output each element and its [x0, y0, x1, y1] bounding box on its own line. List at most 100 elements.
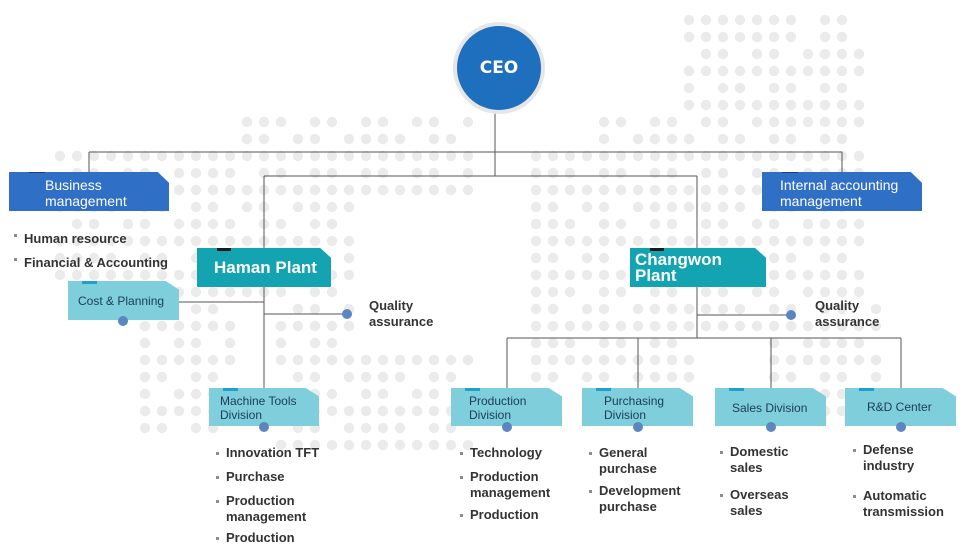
map-dot	[309, 286, 321, 298]
map-dot	[173, 269, 185, 281]
map-dot	[445, 133, 457, 145]
map-dot	[581, 184, 593, 196]
map-dot	[411, 184, 423, 196]
map-dot	[275, 337, 287, 349]
map-dot	[309, 218, 321, 230]
map-dot	[309, 337, 321, 349]
map-dot	[547, 235, 559, 247]
map-dot	[411, 405, 423, 417]
map-dot	[190, 371, 202, 383]
map-dot	[819, 14, 831, 26]
map-dot	[649, 337, 661, 349]
box-tab-marker	[859, 388, 874, 391]
rd-center-box[interactable]: R&D Center	[845, 388, 956, 426]
map-dot	[445, 354, 457, 366]
map-dot	[700, 303, 712, 315]
map-dot	[241, 201, 253, 213]
connector-dot	[896, 422, 906, 432]
map-dot	[785, 371, 797, 383]
map-dot	[768, 116, 780, 128]
cost-planning-box[interactable]: Cost & Planning	[68, 281, 179, 320]
map-dot	[241, 286, 253, 298]
map-dot	[207, 320, 219, 332]
map-dot	[394, 184, 406, 196]
map-dot	[190, 303, 202, 315]
map-dot	[190, 235, 202, 247]
map-dot	[241, 184, 253, 196]
purchasing-division-box[interactable]: Purchasing Division	[582, 388, 693, 426]
map-dot	[292, 235, 304, 247]
map-dot	[785, 235, 797, 247]
map-dot	[122, 218, 134, 230]
map-dot	[785, 320, 797, 332]
list-item-line: Production	[226, 493, 295, 508]
map-dot	[360, 388, 372, 400]
machine-tools-division-box[interactable]: Machine Tools Division	[209, 388, 319, 426]
map-dot	[224, 218, 236, 230]
sales-division-box[interactable]: Sales Division	[715, 388, 826, 426]
production-division-box[interactable]: Production Division	[451, 388, 562, 426]
map-dot	[717, 286, 729, 298]
list-item-line: purchase	[599, 461, 657, 476]
map-dot	[258, 150, 270, 162]
map-dot	[632, 184, 644, 196]
map-dot	[581, 269, 593, 281]
map-dot	[836, 286, 848, 298]
map-dot	[292, 150, 304, 162]
map-dot	[326, 218, 338, 230]
map-dot	[71, 218, 83, 230]
map-dot	[683, 320, 695, 332]
map-dot	[819, 82, 831, 94]
map-dot	[377, 439, 389, 451]
map-dot	[343, 269, 355, 281]
map-dot	[751, 48, 763, 60]
map-dot	[598, 150, 610, 162]
map-dot	[819, 48, 831, 60]
map-dot	[326, 337, 338, 349]
map-dot	[598, 286, 610, 298]
map-dot	[139, 252, 151, 264]
box-tab-marker	[217, 248, 231, 251]
map-dot	[717, 133, 729, 145]
map-dot	[360, 184, 372, 196]
map-dot	[241, 133, 253, 145]
list-item: Domestic sales	[718, 444, 789, 476]
map-dot	[598, 235, 610, 247]
list-item: Development purchase	[587, 483, 681, 515]
map-dot	[547, 286, 559, 298]
map-dot	[717, 201, 729, 213]
changwon-plant-box[interactable]: Changwon Plant	[630, 248, 766, 287]
map-dot	[802, 218, 814, 230]
map-dot	[802, 99, 814, 111]
map-dot	[717, 184, 729, 196]
list-item-line: Automatic	[863, 488, 927, 503]
map-dot	[632, 235, 644, 247]
map-dot	[598, 320, 610, 332]
map-dot	[343, 252, 355, 264]
haman-plant-box[interactable]: Haman Plant	[197, 248, 331, 287]
map-dot	[649, 133, 661, 145]
map-dot	[785, 269, 797, 281]
map-dot	[717, 14, 729, 26]
ceo-node[interactable]: CEO	[453, 22, 545, 114]
map-dot	[122, 269, 134, 281]
map-dot	[54, 252, 66, 264]
map-dot	[615, 286, 627, 298]
list-item: Production management	[214, 493, 319, 525]
map-dot	[785, 150, 797, 162]
internal-accounting-box[interactable]: Internal accounting management	[762, 172, 922, 211]
map-dot	[360, 422, 372, 434]
map-dot	[428, 405, 440, 417]
map-dot	[836, 303, 848, 315]
map-dot	[377, 184, 389, 196]
business-management-box[interactable]: Business management	[9, 172, 169, 211]
map-dot	[377, 354, 389, 366]
rd-center-label: R&D Center	[867, 400, 932, 414]
map-dot	[734, 31, 746, 43]
map-dot	[819, 65, 831, 77]
map-dot	[292, 303, 304, 315]
map-dot	[343, 184, 355, 196]
map-dot	[768, 31, 780, 43]
map-dot	[292, 439, 304, 451]
